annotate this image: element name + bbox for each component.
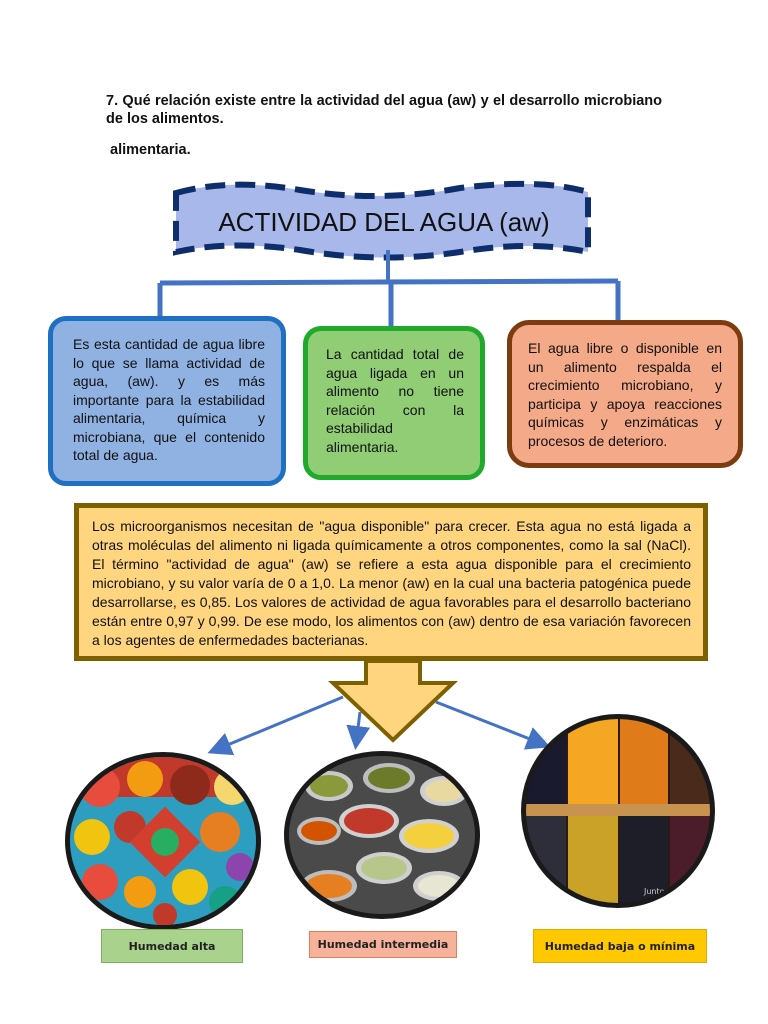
- box-free-water-text: Es esta cantidad de agua libre lo que se…: [73, 336, 265, 463]
- connector-horizontal: [159, 278, 619, 286]
- subtitle-text: alimentaria.: [110, 142, 191, 158]
- photo-high-moisture-foods: [65, 752, 261, 930]
- main-explanation-text: Los microorganismos necesitan de "agua d…: [92, 518, 691, 648]
- photo-low-moisture-foods: Junto: [521, 714, 715, 908]
- main-explanation-box: Los microorganismos necesitan de "agua d…: [74, 503, 708, 661]
- down-arrow: [327, 659, 459, 743]
- label-intermediate-moisture: Humedad intermedia: [309, 931, 457, 958]
- box-free-water: Es esta cantidad de agua libre lo que se…: [48, 316, 286, 486]
- dried-fruits-illustration: Junto: [526, 719, 710, 903]
- box-available-water-text: El agua libre o disponible en un aliment…: [528, 340, 722, 449]
- photo-watermark: Junto: [643, 887, 665, 896]
- photo-intermediate-moisture-foods: [284, 751, 480, 919]
- label-low-moisture: Humedad baja o mínima: [533, 929, 707, 963]
- title-banner: [173, 180, 591, 261]
- box-bound-water-text: La cantidad total de agua ligada en un a…: [326, 346, 464, 455]
- arrow-center: [346, 711, 371, 750]
- arrow-right: [435, 700, 551, 750]
- box-bound-water: La cantidad total de agua ligada en un a…: [303, 326, 485, 480]
- label-high-moisture: Humedad alta: [101, 929, 243, 963]
- box-available-water: El agua libre o disponible en un aliment…: [507, 320, 743, 468]
- diagram-title: ACTIVIDAD DEL AGUA (aw): [218, 206, 550, 237]
- dishes-illustration: [70, 757, 256, 925]
- arrow-left: [207, 695, 344, 756]
- question-text: 7. Qué relación existe entre la activida…: [106, 93, 662, 127]
- cans-illustration: [289, 756, 475, 914]
